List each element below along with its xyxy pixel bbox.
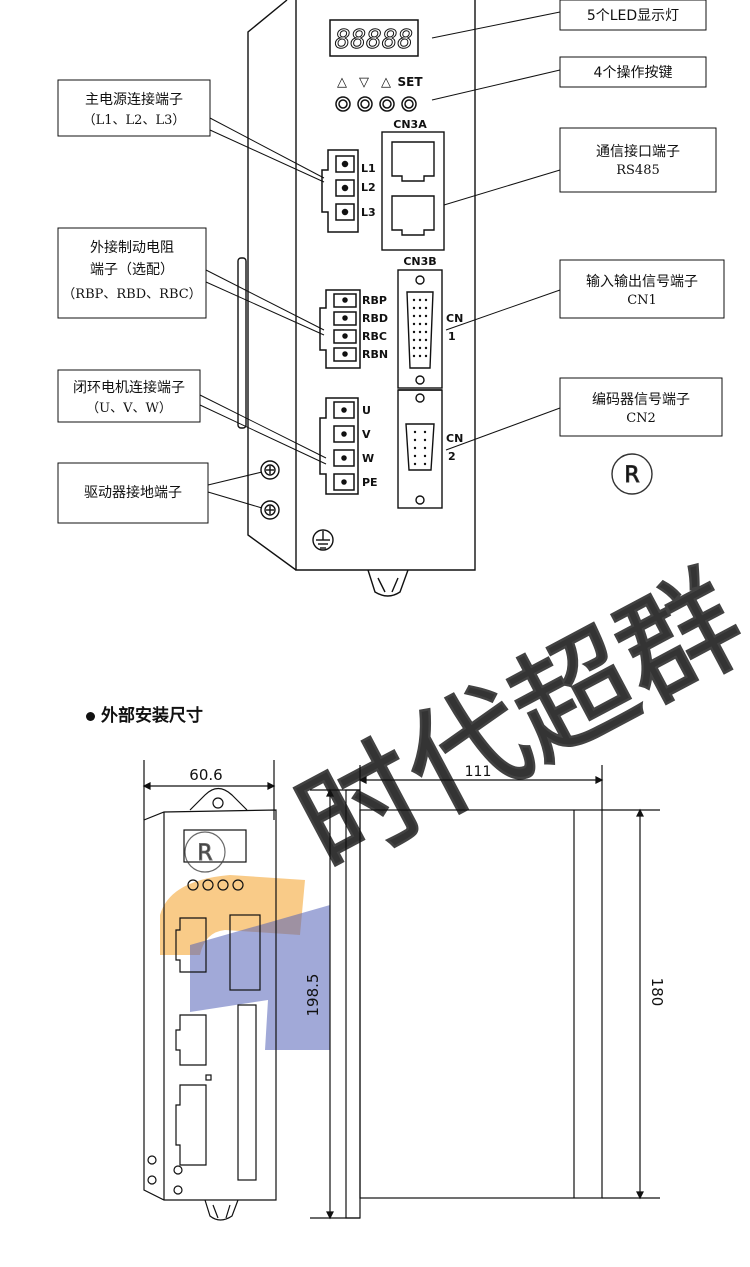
dim-front-width: 60.6 [189, 766, 222, 784]
callout-comm-line1: 通信接口端子 [596, 143, 680, 160]
pin-l1: L1 [361, 162, 376, 175]
callout-ground-text: 驱动器接地端子 [84, 484, 182, 501]
cn1-port [397, 269, 443, 391]
motor-terminal [319, 397, 359, 495]
ground-screws [260, 460, 280, 520]
callout-motor-line1: 闭环电机连接端子 [73, 379, 185, 396]
callout-box-main-power [57, 79, 211, 137]
callout-box-keys [559, 56, 707, 88]
pin-rbp: RBP [362, 294, 387, 307]
bullet-icon [86, 711, 95, 721]
pin-l3: L3 [361, 206, 376, 219]
callout-brake-line1: 外接制动电阻 [90, 239, 174, 256]
pin-rbd: RBD [362, 312, 388, 325]
registered-mark-top: R [611, 453, 653, 495]
dim-side-depth: 111 [465, 764, 492, 780]
callout-box-led [559, 0, 707, 31]
dim-total-height: 198.5 [304, 974, 322, 1017]
callout-lines [199, 11, 561, 509]
callout-led-text: 5个LED显示灯 [587, 8, 679, 24]
callout-motor-line2: （U、V、W） [86, 401, 172, 416]
key-label-down: ▽ [359, 75, 369, 90]
section-title-dimensions: 外部安装尺寸 [86, 701, 203, 726]
led-digits: 88888 [335, 25, 413, 55]
svg-text:R: R [197, 841, 212, 866]
callout-box-ground [57, 462, 209, 524]
svg-text:R: R [624, 463, 639, 488]
drive-front-panel [237, 0, 476, 597]
callout-brake-line3: （RBP、RBD、RBC） [62, 287, 201, 302]
cn3b-label: CN3B [403, 255, 436, 268]
callout-box-encoder [559, 377, 723, 437]
pin-l2: L2 [361, 181, 376, 194]
watermark-text: 时代超群 [276, 550, 750, 898]
callout-box-brake [57, 227, 207, 319]
led-display [329, 19, 419, 57]
cn1-pins [412, 298, 428, 358]
callout-encoder-line1: 编码器信号端子 [592, 392, 690, 408]
callout-main-power-line1: 主电源连接端子 [85, 91, 183, 108]
cn2-label: CN [446, 432, 463, 445]
pin-rbn: RBN [362, 348, 388, 361]
key-label-set: SET [397, 75, 423, 89]
side-view [310, 765, 660, 1220]
callout-encoder-line2: CN2 [626, 411, 656, 426]
cn3a-port [381, 131, 445, 251]
cn1-num: 1 [448, 330, 456, 343]
watermark: 时代超群 [160, 549, 750, 1050]
front-view [142, 760, 277, 1221]
cn2-port [397, 389, 443, 509]
cn3a-label: CN3A [393, 118, 427, 131]
pin-rbc: RBC [362, 330, 387, 343]
registered-mark-bottom: R [184, 831, 226, 873]
callout-box-io [559, 259, 725, 319]
callout-brake-line2: 端子（选配） [90, 262, 174, 278]
callout-comm-line2: RS485 [616, 163, 660, 178]
cn2-num: 2 [448, 450, 456, 463]
cn1-label: CN [446, 312, 463, 325]
brake-terminal [319, 289, 361, 369]
ground-symbol-icon [312, 529, 334, 551]
pin-pe: PE [362, 476, 378, 489]
dim-side-height: 180 [648, 978, 666, 1007]
pin-u: U [362, 404, 371, 417]
power-terminal [321, 149, 359, 233]
pin-w: W [362, 452, 374, 465]
operation-buttons [335, 96, 417, 112]
callout-box-motor [57, 369, 201, 423]
pin-v: V [362, 428, 371, 441]
callout-io-line1: 输入输出信号端子 [586, 274, 698, 290]
section-title-text: 外部安装尺寸 [101, 706, 203, 726]
key-label-up2: △ [381, 75, 391, 90]
callout-main-power-line2: （L1、L2、L3） [83, 113, 186, 128]
key-label-up: △ [337, 75, 347, 90]
cn2-pins [413, 430, 427, 466]
callout-keys-text: 4个操作按键 [594, 65, 673, 81]
callout-io-line2: CN1 [627, 293, 657, 308]
callout-box-comm [559, 127, 717, 193]
